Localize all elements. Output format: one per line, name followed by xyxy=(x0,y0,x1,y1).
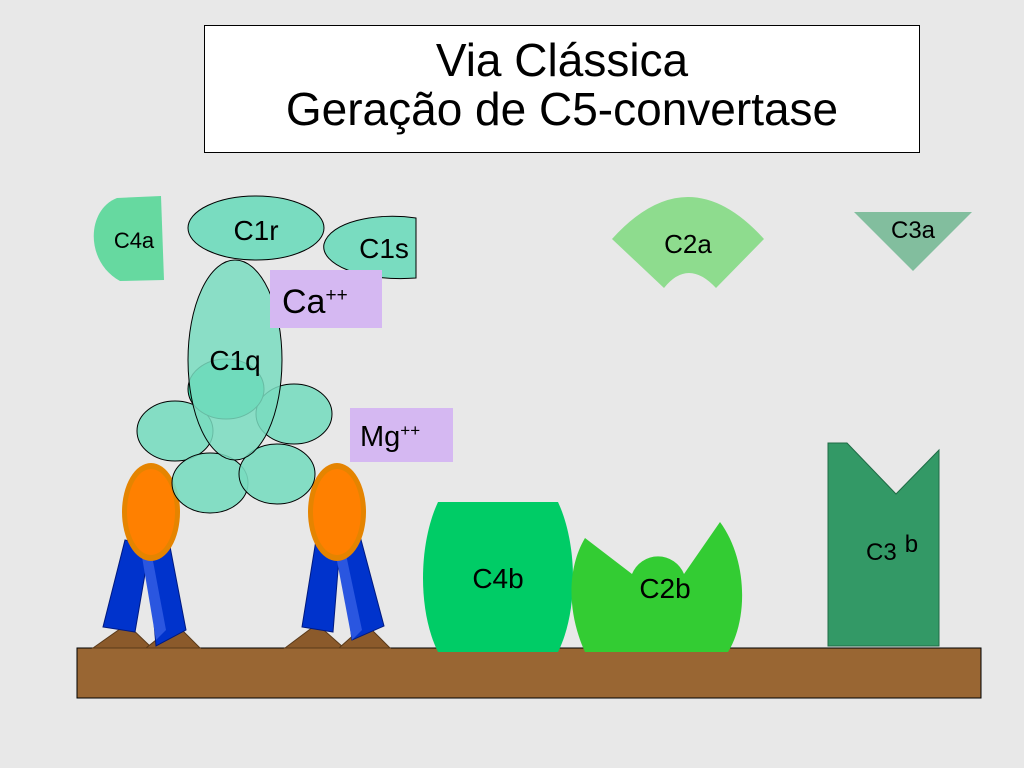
c4b-label: C4b xyxy=(472,563,523,594)
c1-complex: C1q C1r C1s xyxy=(136,195,417,514)
c2a-label: C2a xyxy=(664,229,712,259)
c1q-head xyxy=(238,443,316,505)
c4b-fragment xyxy=(423,502,573,652)
c4a-label: C4a xyxy=(114,228,155,253)
c2b-fragment xyxy=(571,522,743,652)
antibody-rosette xyxy=(127,469,175,555)
cell-membrane xyxy=(76,647,982,699)
c2a-fragment xyxy=(612,197,764,288)
title-line-1: Via Clássica xyxy=(435,34,689,86)
antibody-rosette xyxy=(313,469,361,555)
c1s-label: C1s xyxy=(359,233,409,264)
c3a-fragment xyxy=(854,212,972,271)
c1q-stalk xyxy=(187,259,283,461)
c1q-label: C1q xyxy=(209,345,260,376)
c1q-head xyxy=(171,452,249,514)
antigen-mound xyxy=(91,623,154,649)
magnesium-ion-box xyxy=(350,408,453,462)
antibody-right xyxy=(283,463,392,649)
calcium-ion-box xyxy=(270,270,382,328)
c1r-label: C1r xyxy=(233,215,278,246)
title-line-2: Geração de C5-convertase xyxy=(285,83,839,135)
c1r-enzyme xyxy=(187,195,325,261)
antibody-ribbon-shade xyxy=(140,545,166,640)
c3a-label: C3a xyxy=(891,217,936,244)
calcium-ion-label: Ca++ xyxy=(282,283,348,321)
antibody-ribbon-shade xyxy=(334,545,362,640)
antibody-left xyxy=(91,463,202,649)
c2b-label: C2b xyxy=(639,573,690,604)
c3b-fragment xyxy=(827,442,940,647)
magnesium-ion-label: Mg++ xyxy=(360,421,420,453)
antigen-mound xyxy=(283,623,346,649)
c4a-fragment xyxy=(93,196,164,281)
title-box: Via Clássica Geração de C5-convertase xyxy=(204,25,920,153)
